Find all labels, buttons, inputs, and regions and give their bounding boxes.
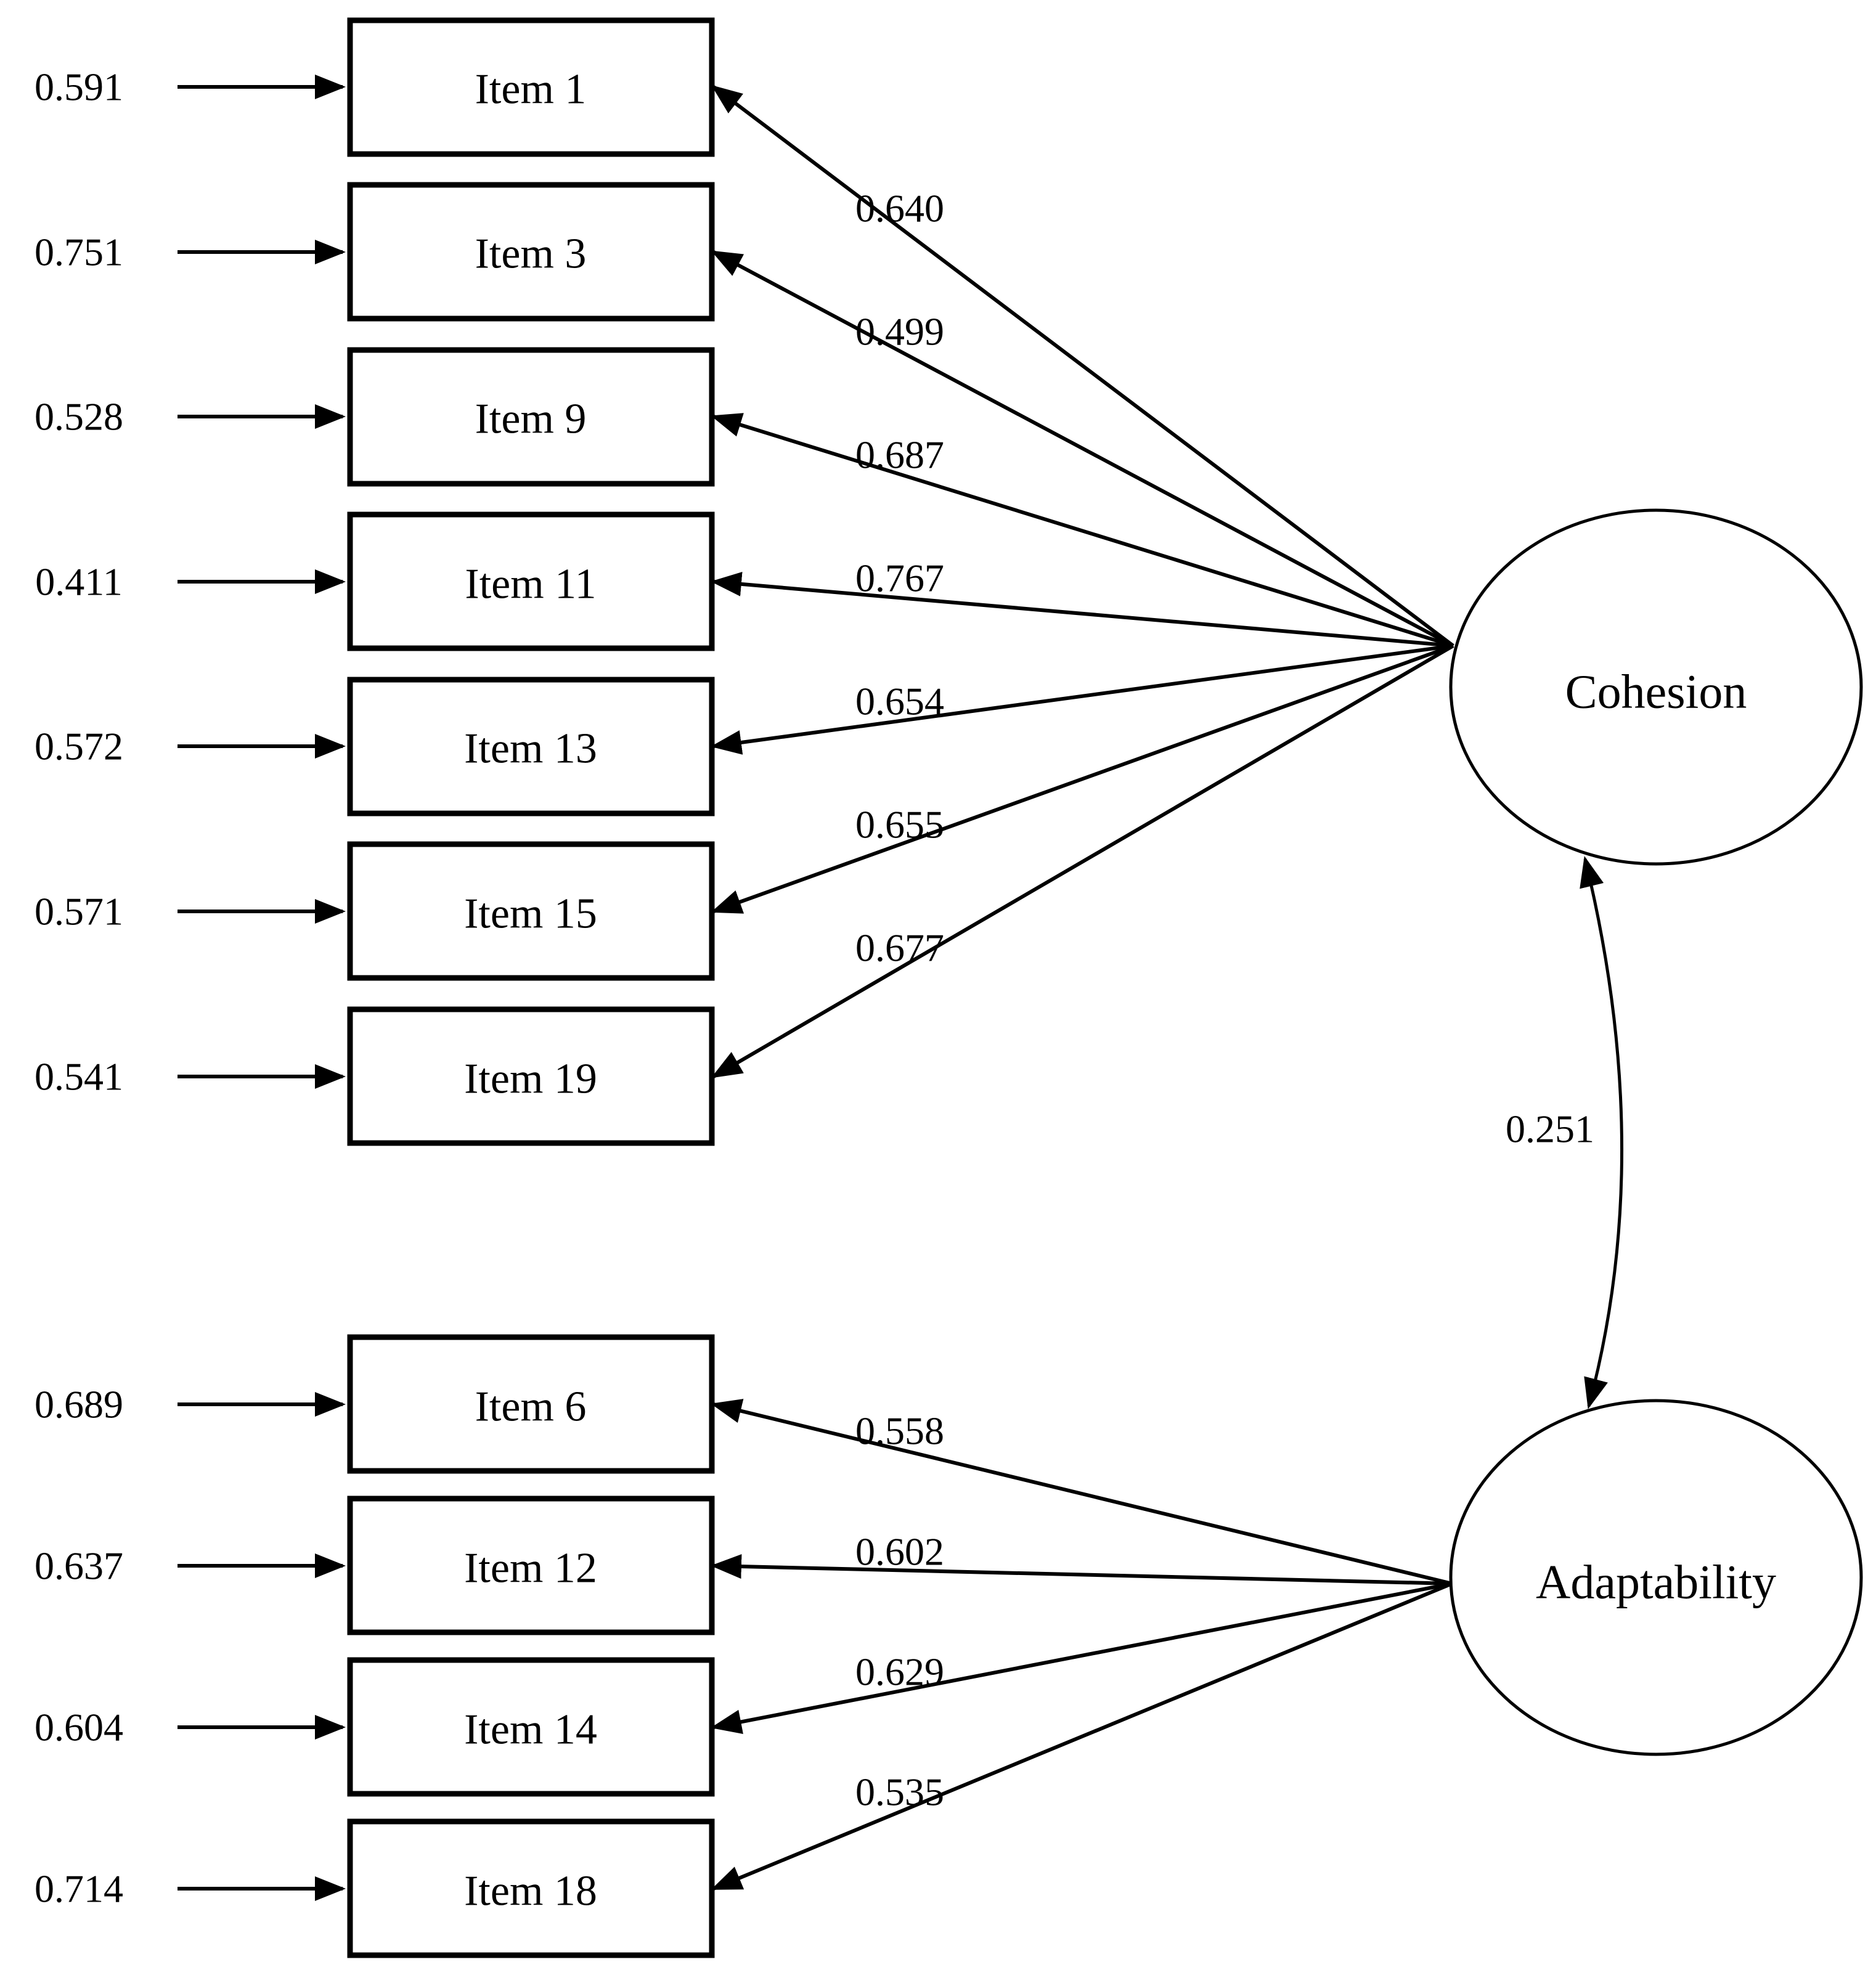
error-value: 0.541: [35, 1055, 123, 1099]
factor-correlation: 0.251: [1506, 856, 1624, 1409]
indicator-item-12: 0.637 Item 12 0.602: [35, 1496, 1453, 1635]
item-label: Item 6: [475, 1383, 587, 1431]
loading-arrow: [711, 413, 1454, 648]
loading-arrow: [711, 644, 1454, 914]
loading-arrow: [711, 84, 1454, 648]
loading-arrow: [711, 1554, 1453, 1585]
indicator-item-9: 0.528 Item 9 0.687: [35, 347, 1454, 648]
loading-arrow: [711, 571, 1454, 648]
item-label: Item 14: [464, 1706, 597, 1754]
error-value: 0.751: [35, 230, 123, 274]
loading-arrow: [711, 1582, 1453, 1891]
error-value: 0.572: [35, 725, 123, 768]
error-value: 0.604: [35, 1706, 123, 1749]
item-label: Item 13: [464, 725, 597, 773]
factor-label: Adaptability: [1536, 1555, 1776, 1609]
loading-arrow: [711, 644, 1454, 1078]
loading-arrow: [711, 644, 1454, 755]
error-value: 0.591: [35, 65, 123, 109]
loading-arrow: [711, 1399, 1453, 1585]
loading-value: 0.602: [855, 1530, 944, 1574]
error-value: 0.714: [35, 1867, 123, 1911]
indicator-item-13: 0.572 Item 13 0.654: [35, 644, 1454, 816]
latent-factor-cohesion: Cohesion: [1449, 508, 1863, 866]
indicator-item-11: 0.411 Item 11 0.767: [35, 511, 1454, 651]
error-value: 0.637: [35, 1544, 123, 1588]
error-value: 0.528: [35, 395, 123, 439]
loading-arrow: [711, 250, 1454, 648]
loading-arrow: [711, 1582, 1453, 1735]
factor-ellipse: [1449, 1399, 1863, 1756]
loading-value: 0.640: [855, 187, 944, 230]
loading-value: 0.654: [855, 680, 944, 723]
item-label: Item 19: [464, 1056, 597, 1103]
loading-value: 0.558: [855, 1409, 944, 1453]
item-label: Item 1: [475, 66, 587, 113]
item-box: [347, 511, 715, 651]
loading-value: 0.535: [855, 1770, 944, 1814]
loading-value: 0.767: [855, 556, 944, 600]
error-value: 0.571: [35, 890, 123, 934]
error-value: 0.411: [35, 560, 123, 604]
item-label: Item 12: [464, 1545, 597, 1592]
indicator-item-15: 0.571 Item 15 0.655: [35, 644, 1454, 981]
indicator-item-14: 0.604 Item 14 0.629: [35, 1582, 1453, 1797]
latent-factor-adaptability: Adaptability: [1449, 1399, 1863, 1756]
indicator-item-1: 0.591 Item 1 0.640: [35, 17, 1454, 648]
item-label: Item 3: [475, 230, 587, 278]
correlation-double-arrow: [1580, 856, 1624, 1409]
correlation-value: 0.251: [1506, 1107, 1594, 1151]
indicator-item-18: 0.714 Item 18 0.535: [35, 1582, 1453, 1958]
item-label: Item 9: [475, 396, 587, 443]
item-box: [347, 1006, 715, 1146]
loading-value: 0.687: [855, 433, 944, 477]
indicator-item-6: 0.689 Item 6 0.558: [35, 1334, 1453, 1585]
error-value: 0.689: [35, 1383, 123, 1427]
indicator-item-3: 0.751 Item 3 0.499: [35, 182, 1454, 648]
loading-value: 0.655: [855, 803, 944, 847]
loading-value: 0.677: [855, 926, 944, 970]
factor-label: Cohesion: [1565, 665, 1747, 718]
loading-value: 0.499: [855, 310, 944, 354]
item-label: Item 11: [465, 561, 596, 608]
factor-ellipse: [1449, 508, 1863, 866]
indicator-item-19: 0.541 Item 19 0.677: [35, 644, 1454, 1146]
item-box: [347, 1496, 715, 1635]
item-box: [347, 347, 715, 487]
loading-value: 0.629: [855, 1650, 944, 1694]
item-label: Item 18: [464, 1868, 597, 1915]
item-box: [347, 1818, 715, 1958]
item-label: Item 15: [464, 890, 597, 938]
